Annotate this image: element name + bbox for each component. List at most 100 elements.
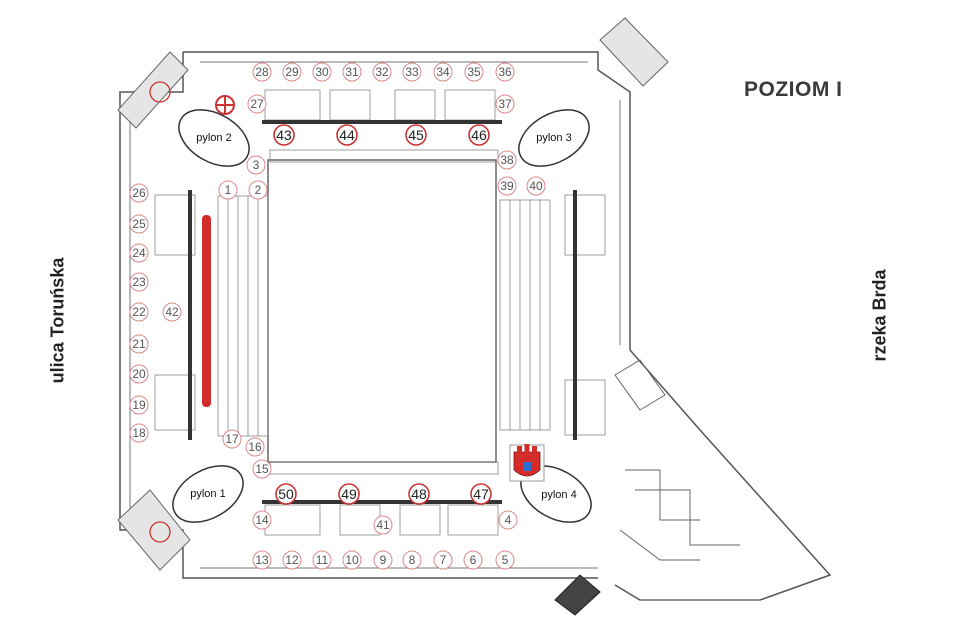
gate-number: 17 bbox=[225, 432, 239, 446]
gate-marker-25[interactable]: 25 bbox=[129, 214, 149, 234]
gate-number: 22 bbox=[132, 305, 146, 319]
gate-circle bbox=[342, 550, 362, 570]
gate-circle bbox=[247, 94, 267, 114]
gate-number: 32 bbox=[375, 65, 389, 79]
gate-marker-16[interactable]: 16 bbox=[245, 437, 265, 457]
gate-marker-38[interactable]: 38 bbox=[497, 150, 517, 170]
gate-marker-21[interactable]: 21 bbox=[129, 334, 149, 354]
gate-circle bbox=[245, 437, 265, 457]
gate-marker-4[interactable]: 4 bbox=[498, 510, 518, 530]
gate-marker-41[interactable]: 41 bbox=[373, 515, 393, 535]
gate-circle bbox=[463, 550, 483, 570]
gate-circle bbox=[402, 62, 422, 82]
gate-number: 7 bbox=[440, 553, 447, 567]
gate-number: 18 bbox=[132, 426, 146, 440]
gate-number: 39 bbox=[500, 179, 514, 193]
gate-marker-26[interactable]: 26 bbox=[129, 183, 149, 203]
gate-marker-42[interactable]: 42 bbox=[162, 302, 182, 322]
gate-circle bbox=[218, 180, 238, 200]
aisle-bars bbox=[188, 120, 577, 504]
sector-marker-46[interactable]: 46 bbox=[468, 124, 490, 146]
gate-marker-20[interactable]: 20 bbox=[129, 364, 149, 384]
gate-circle bbox=[526, 176, 546, 196]
sector-marker-49[interactable]: 49 bbox=[338, 483, 360, 505]
gate-circle bbox=[282, 550, 302, 570]
gate-circle bbox=[464, 62, 484, 82]
gate-marker-32[interactable]: 32 bbox=[372, 62, 392, 82]
gate-marker-24[interactable]: 24 bbox=[129, 243, 149, 263]
sector-marker-50[interactable]: 50 bbox=[275, 483, 297, 505]
gate-marker-11[interactable]: 11 bbox=[312, 550, 332, 570]
gate-marker-35[interactable]: 35 bbox=[464, 62, 484, 82]
sector-marker-48[interactable]: 48 bbox=[408, 483, 430, 505]
gate-marker-13[interactable]: 13 bbox=[252, 550, 272, 570]
gate-marker-18[interactable]: 18 bbox=[129, 423, 149, 443]
gate-marker-22[interactable]: 22 bbox=[129, 302, 149, 322]
gate-circle bbox=[246, 155, 266, 175]
gate-number: 19 bbox=[132, 398, 146, 412]
gate-marker-29[interactable]: 29 bbox=[282, 62, 302, 82]
gate-marker-40[interactable]: 40 bbox=[526, 176, 546, 196]
sector-marker-47[interactable]: 47 bbox=[470, 483, 492, 505]
gate-marker-33[interactable]: 33 bbox=[402, 62, 422, 82]
gate-circle bbox=[495, 62, 515, 82]
gate-marker-5[interactable]: 5 bbox=[495, 550, 515, 570]
gate-marker-6[interactable]: 6 bbox=[463, 550, 483, 570]
gate-marker-27[interactable]: 27 bbox=[247, 94, 267, 114]
gate-circle bbox=[252, 62, 272, 82]
sector-marker-45[interactable]: 45 bbox=[405, 124, 427, 146]
gate-number: 5 bbox=[502, 553, 509, 567]
annex-structure bbox=[614, 359, 740, 561]
gate-marker-34[interactable]: 34 bbox=[433, 62, 453, 82]
gate-marker-39[interactable]: 39 bbox=[497, 176, 517, 196]
gate-number: 2 bbox=[255, 183, 262, 197]
gate-circle bbox=[402, 550, 422, 570]
gate-marker-14[interactable]: 14 bbox=[252, 510, 272, 530]
gate-marker-31[interactable]: 31 bbox=[342, 62, 362, 82]
gate-circle bbox=[252, 510, 272, 530]
gate-circle bbox=[497, 176, 517, 196]
pylon-label-p2: pylon 2 bbox=[196, 132, 231, 144]
sector-circle bbox=[275, 483, 297, 505]
gate-marker-30[interactable]: 30 bbox=[312, 62, 332, 82]
sector-circle bbox=[336, 124, 358, 146]
sector-number: 44 bbox=[339, 127, 355, 143]
gate-marker-3[interactable]: 3 bbox=[246, 155, 266, 175]
gate-circle bbox=[252, 550, 272, 570]
gate-number: 31 bbox=[345, 65, 359, 79]
gate-circle bbox=[162, 302, 182, 322]
gate-circle bbox=[222, 429, 242, 449]
sector-marker-43[interactable]: 43 bbox=[273, 124, 295, 146]
gate-marker-12[interactable]: 12 bbox=[282, 550, 302, 570]
gate-marker-23[interactable]: 23 bbox=[129, 272, 149, 292]
gate-marker-17[interactable]: 17 bbox=[222, 429, 242, 449]
gate-number: 20 bbox=[132, 367, 146, 381]
seating-stands bbox=[154, 89, 606, 536]
gate-circle bbox=[497, 150, 517, 170]
gate-circle bbox=[248, 180, 268, 200]
gate-marker-2[interactable]: 2 bbox=[248, 180, 268, 200]
gate-marker-9[interactable]: 9 bbox=[373, 550, 393, 570]
gate-marker-19[interactable]: 19 bbox=[129, 395, 149, 415]
sector-circle bbox=[470, 483, 492, 505]
sector-circle bbox=[468, 124, 490, 146]
gate-circle bbox=[129, 423, 149, 443]
gate-marker-36[interactable]: 36 bbox=[495, 62, 515, 82]
gate-marker-10[interactable]: 10 bbox=[342, 550, 362, 570]
gate-marker-8[interactable]: 8 bbox=[402, 550, 422, 570]
city-crest-icon bbox=[509, 444, 545, 482]
gate-marker-7[interactable]: 7 bbox=[433, 550, 453, 570]
sector-circle bbox=[273, 124, 295, 146]
gate-marker-1[interactable]: 1 bbox=[218, 180, 238, 200]
gate-number: 30 bbox=[315, 65, 329, 79]
gate-circle bbox=[129, 243, 149, 263]
sector-marker-44[interactable]: 44 bbox=[336, 124, 358, 146]
gate-marker-37[interactable]: 37 bbox=[495, 94, 515, 114]
gate-number: 37 bbox=[498, 97, 512, 111]
sector-circle bbox=[338, 483, 360, 505]
gate-circle bbox=[433, 550, 453, 570]
gate-marker-28[interactable]: 28 bbox=[252, 62, 272, 82]
sector-circle bbox=[408, 483, 430, 505]
gate-marker-15[interactable]: 15 bbox=[252, 459, 272, 479]
